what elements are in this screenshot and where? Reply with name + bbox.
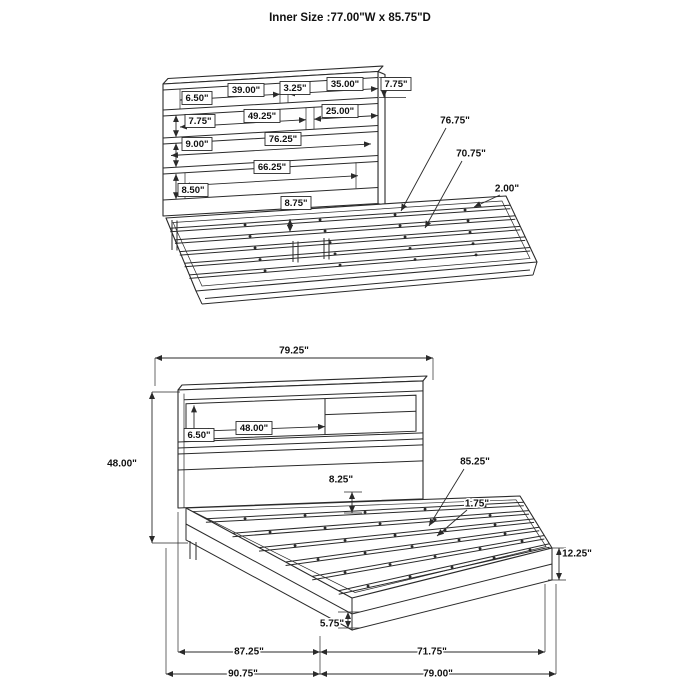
svg-text:39.00": 39.00"	[232, 85, 260, 96]
page-title: Inner Size :77.00"W x 85.75"D	[269, 12, 431, 24]
dim-bottom-1: 87.25"	[234, 647, 264, 658]
dim-shelf-opening-width-front: 48.00"	[235, 421, 273, 435]
platform-perspective	[165, 195, 538, 305]
headboard-front	[177, 375, 428, 509]
dim-shelf-opening-height-front: 6.50"	[183, 428, 215, 442]
dim-row4-height: 8.50"	[177, 183, 209, 197]
dim-base-height: 5.75"	[320, 619, 344, 630]
dim-row3-height: 9.00"	[181, 137, 213, 151]
dim-bottom-4: 79.00"	[423, 669, 453, 680]
support-legs	[171, 220, 330, 263]
svg-text:7.75": 7.75"	[189, 116, 212, 127]
dim-slat-thickness: 1.75"	[465, 499, 489, 510]
svg-text:8.75": 8.75"	[285, 198, 308, 209]
dim-rail-thickness: 2.00"	[495, 184, 519, 195]
dim-shelf-opening-4-width: 35.00"	[326, 77, 364, 91]
slat-screw-dots-front	[243, 504, 532, 588]
dim-shelf-opening-3-width: 3.25"	[279, 81, 311, 95]
svg-text:8.50": 8.50"	[182, 185, 205, 196]
svg-text:35.00": 35.00"	[331, 79, 359, 90]
svg-text:66.25": 66.25"	[258, 162, 286, 173]
dim-slat-length: 76.75"	[440, 116, 470, 127]
dim-bottom-2: 71.75"	[417, 647, 447, 658]
dim-shelf-opening-2-width: 39.00"	[227, 83, 265, 97]
svg-text:48.00": 48.00"	[240, 423, 268, 434]
dim-headboard-height: 48.00"	[107, 459, 137, 470]
svg-text:76.25": 76.25"	[269, 134, 297, 145]
slat-screw-dots	[243, 208, 478, 273]
dim-bottom-3: 90.75"	[228, 669, 258, 680]
dim-shelf-opening-1-width: 6.50"	[181, 91, 213, 105]
dim-row2-width-2: 25.00"	[321, 104, 359, 118]
front-dimension-lines	[149, 355, 566, 677]
dim-slat-spacing: 8.75"	[280, 196, 312, 210]
dim-row2-height: 7.75"	[184, 114, 216, 128]
perspective-view: 6.50" 39.00" 3.25" 35.00" 7.75" 7.75" 49…	[162, 65, 538, 305]
front-view: 6.50" 48.00" 79.25" 48.00" 8.25" 85.25" …	[106, 344, 594, 681]
platform-front	[185, 495, 553, 631]
dim-row1-height-right: 7.75"	[380, 77, 412, 91]
svg-text:6.50": 6.50"	[188, 430, 211, 441]
legs-front	[189, 541, 197, 560]
svg-text:49.25": 49.25"	[248, 111, 276, 122]
svg-text:3.25": 3.25"	[284, 83, 307, 94]
svg-text:6.50": 6.50"	[186, 93, 209, 104]
svg-text:9.00": 9.00"	[186, 139, 209, 150]
dim-platform-height: 12.25"	[562, 549, 592, 560]
dim-row2-width-1: 49.25"	[243, 109, 281, 123]
dim-rail-height: 8.25"	[329, 475, 353, 486]
dim-row3-width: 76.25"	[264, 132, 302, 146]
platform-base	[195, 261, 538, 305]
svg-text:25.00": 25.00"	[326, 106, 354, 117]
dim-inner-depth: 85.25"	[460, 457, 490, 468]
dim-overall-width: 79.25"	[279, 346, 309, 357]
dim-inner-length: 70.75"	[456, 149, 486, 160]
dim-row4-width: 66.25"	[253, 160, 291, 174]
svg-text:7.75": 7.75"	[385, 79, 408, 90]
